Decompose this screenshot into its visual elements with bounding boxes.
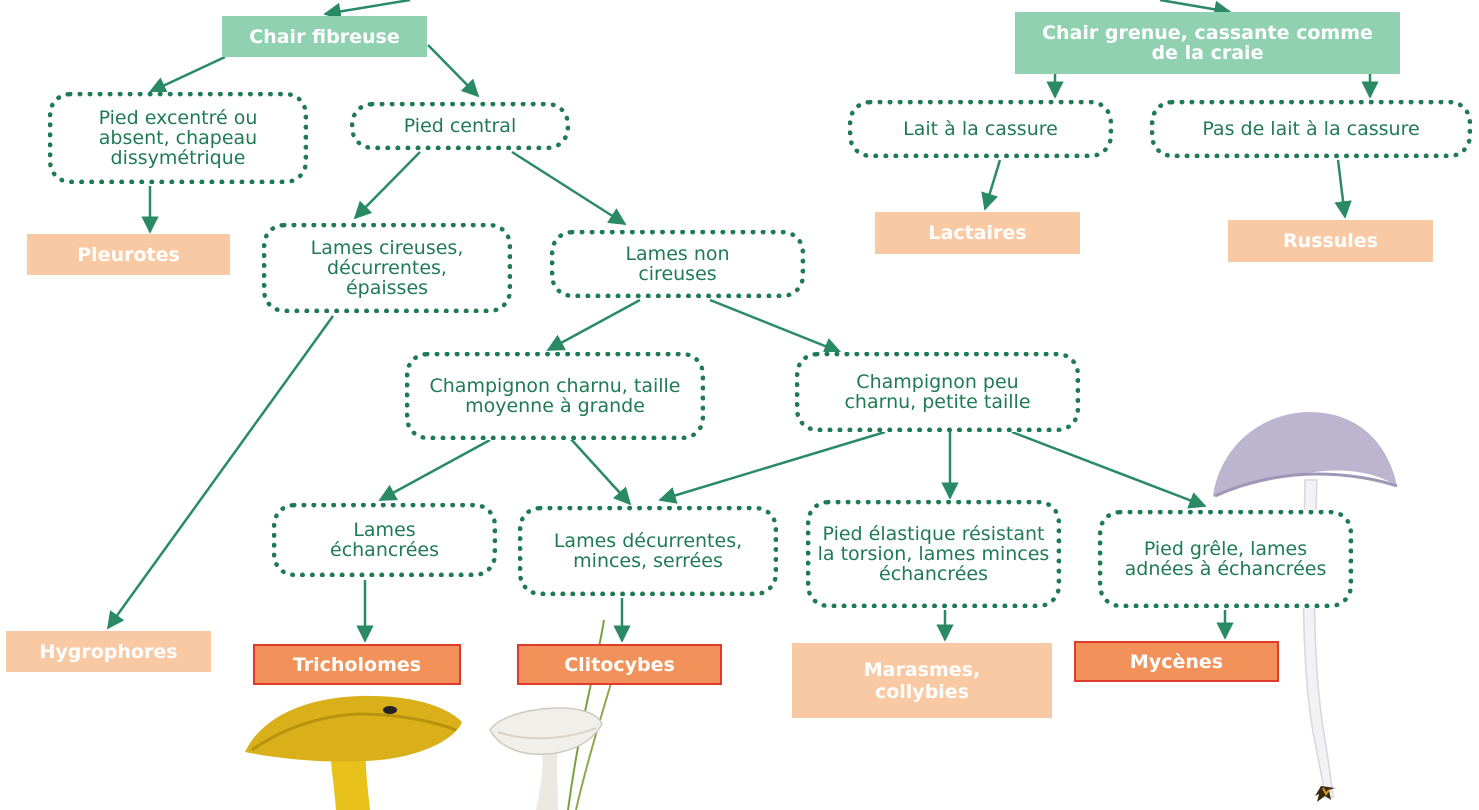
genus-marasmes-label: Marasmes, collybies [863, 658, 981, 703]
genus-hygrophores-label: Hygrophores [39, 640, 178, 663]
criterion-pied-elastique: Pied élastique résistant la torsion, lam… [806, 500, 1061, 608]
arrow-cireuses-to-hygrophores [106, 315, 335, 630]
genus-russules-label: Russules [1282, 230, 1378, 252]
arrow-pas-de-lait-to-russules [1334, 159, 1352, 219]
genus-clitocybes: Clitocybes [517, 644, 722, 685]
yellow-tricholoma-illustration [245, 695, 462, 810]
arrow-central-to-non-cireuses [511, 150, 627, 226]
criterion-pied-elastique-label: Pied élastique résistant la torsion, lam… [817, 523, 1050, 585]
criterion-lait: Lait à la cassure [848, 100, 1113, 158]
genus-marasmes: Marasmes, collybies [792, 643, 1052, 718]
criterion-pied-central-label: Pied central [403, 115, 517, 137]
category-chair-fibreuse: Chair fibreuse [222, 16, 427, 57]
criterion-lames-non-cireuses: Lames non cireuses [550, 230, 805, 298]
criterion-pied-grele: Pied grêle, lames adnées à échancrées [1098, 510, 1353, 608]
arrow-non-cireuses-to-peu-charnu [709, 298, 842, 355]
genus-mycenes: Mycènes [1074, 641, 1279, 682]
genus-lactaires-label: Lactaires [928, 222, 1027, 244]
genus-tricholomes: Tricholomes [253, 644, 461, 685]
criterion-pas-de-lait: Pas de lait à la cassure [1150, 100, 1472, 158]
arrow-central-to-cireuses [353, 151, 421, 220]
criterion-champignon-charnu: Champignon charnu, taille moyenne à gran… [405, 352, 705, 440]
criterion-lames-echancrees: Lames échancrées [272, 503, 497, 577]
genus-clitocybes-label: Clitocybes [564, 653, 675, 676]
genus-lactaires: Lactaires [875, 212, 1080, 254]
genus-mycenes-label: Mycènes [1129, 650, 1224, 673]
criterion-champignon-peu-charnu-label: Champignon peu charnu, petite taille [844, 371, 1031, 413]
criterion-pied-excentre-label: Pied excentré ou absent, chapeau dissymé… [98, 107, 258, 169]
white-clitocybe-illustration [489, 620, 613, 810]
genus-tricholomes-label: Tricholomes [292, 653, 422, 676]
genus-hygrophores: Hygrophores [6, 631, 211, 672]
arrow-into-chair-fibreuse [323, 0, 411, 21]
genus-russules: Russules [1228, 220, 1433, 262]
arrow-lait-to-lactaires [981, 159, 1002, 211]
arrow-fibreuse-to-central [427, 44, 480, 98]
criterion-lames-decurrentes: Lames décurrentes, minces, serrées [518, 506, 778, 596]
arrow-peu-charnu-to-grele [1011, 430, 1207, 509]
criterion-lames-cireuses-label: Lames cireuses, décurrentes, épaisses [310, 237, 464, 299]
arrow-charnu-to-echancrees [378, 438, 491, 502]
arrow-non-cireuses-to-charnu [546, 298, 641, 352]
criterion-pied-excentre: Pied excentré ou absent, chapeau dissymé… [48, 92, 308, 184]
criterion-lames-decurrentes-label: Lames décurrentes, minces, serrées [553, 530, 743, 572]
category-chair-fibreuse-label: Chair fibreuse [249, 25, 400, 48]
category-chair-grenue: Chair grenue, cassante comme de la craie [1015, 12, 1400, 74]
criterion-champignon-peu-charnu: Champignon peu charnu, petite taille [795, 352, 1080, 432]
criterion-pas-de-lait-label: Pas de lait à la cassure [1202, 118, 1420, 140]
criterion-lames-echancrees-label: Lames échancrées [330, 519, 439, 561]
criterion-lait-label: Lait à la cassure [903, 118, 1058, 140]
arrow-charnu-to-decurrentes [569, 437, 632, 506]
arrow-peu-charnu-to-decurrentes [658, 430, 886, 504]
criterion-pied-grele-label: Pied grêle, lames adnées à échancrées [1124, 538, 1327, 580]
arrow-into-chair-grenue [1159, 0, 1232, 18]
criterion-pied-central: Pied central [350, 102, 570, 150]
criterion-lames-non-cireuses-label: Lames non cireuses [625, 243, 730, 285]
genus-pleurotes: Pleurotes [27, 234, 230, 275]
arrow-fibreuse-to-excentre [148, 55, 226, 94]
genus-pleurotes-label: Pleurotes [77, 243, 180, 266]
criterion-champignon-charnu-label: Champignon charnu, taille moyenne à gran… [429, 375, 681, 417]
criterion-lames-cireuses: Lames cireuses, décurrentes, épaisses [262, 223, 512, 313]
category-chair-grenue-label: Chair grenue, cassante comme de la craie [1042, 22, 1373, 64]
